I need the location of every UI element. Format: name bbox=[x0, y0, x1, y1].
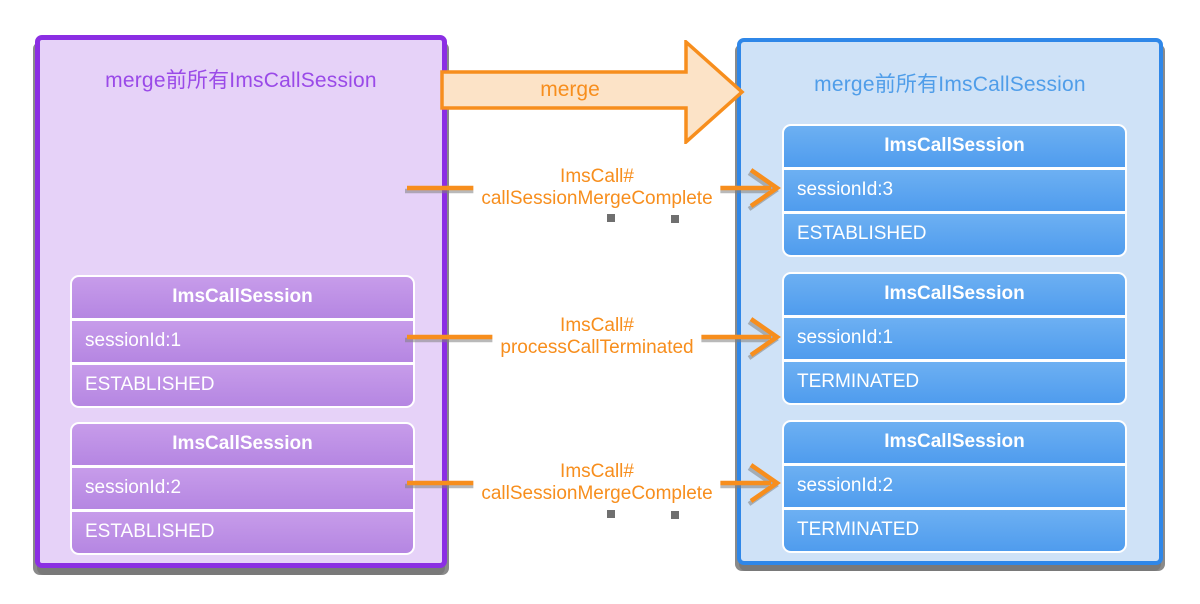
artifact-handle bbox=[607, 214, 615, 222]
connector-label: ImsCall# processCallTerminated bbox=[492, 314, 702, 360]
connector-merge-complete-2: ImsCall# callSessionMergeComplete bbox=[405, 453, 789, 519]
connector-label: ImsCall# callSessionMergeComplete bbox=[473, 460, 721, 506]
session-card-header: ImsCallSession bbox=[72, 277, 413, 318]
connector-process-terminated: ImsCall# processCallTerminated bbox=[405, 307, 789, 367]
session-card: ImsCallSession sessionId:1 TERMINATED bbox=[782, 272, 1127, 405]
session-card-header: ImsCallSession bbox=[784, 126, 1125, 167]
pre-merge-panel: merge前所有ImsCallSession ImsCallSession se… bbox=[35, 35, 447, 568]
artifact-handle bbox=[671, 215, 679, 223]
artifact-handle bbox=[607, 510, 615, 518]
session-id-row: sessionId:1 bbox=[784, 318, 1125, 359]
session-card: ImsCallSession sessionId:3 ESTABLISHED bbox=[782, 124, 1127, 257]
post-merge-panel-title: merge前所有ImsCallSession bbox=[814, 73, 1086, 96]
connector-label: ImsCall# callSessionMergeComplete bbox=[473, 165, 721, 211]
session-state-row: TERMINATED bbox=[784, 510, 1125, 551]
connector-label-line1: ImsCall# bbox=[560, 315, 634, 336]
session-card: ImsCallSession sessionId:2 TERMINATED bbox=[782, 420, 1127, 553]
artifact-handle bbox=[671, 511, 679, 519]
session-id-row: sessionId:1 bbox=[72, 321, 413, 362]
session-card-header: ImsCallSession bbox=[72, 424, 413, 465]
session-card: ImsCallSession sessionId:1 ESTABLISHED bbox=[70, 275, 415, 408]
merge-arrow-label: merge bbox=[540, 78, 600, 101]
session-state-row: TERMINATED bbox=[784, 362, 1125, 403]
session-id-row: sessionId:3 bbox=[784, 170, 1125, 211]
post-merge-panel: merge前所有ImsCallSession ImsCallSession se… bbox=[737, 38, 1163, 565]
session-state-row: ESTABLISHED bbox=[72, 365, 413, 406]
pre-merge-panel-title: merge前所有ImsCallSession bbox=[105, 69, 377, 92]
session-state-row: ESTABLISHED bbox=[72, 512, 413, 553]
connector-label-line2: callSessionMergeComplete bbox=[481, 188, 713, 209]
session-id-row: sessionId:2 bbox=[72, 468, 413, 509]
session-card-header: ImsCallSession bbox=[784, 274, 1125, 315]
session-id-row: sessionId:2 bbox=[784, 466, 1125, 507]
connector-label-line1: ImsCall# bbox=[560, 166, 634, 187]
merge-arrow-icon bbox=[440, 40, 745, 144]
session-card-header: ImsCallSession bbox=[784, 422, 1125, 463]
connector-label-line2: processCallTerminated bbox=[500, 337, 694, 358]
session-state-row: ESTABLISHED bbox=[784, 214, 1125, 255]
session-card: ImsCallSession sessionId:2 ESTABLISHED bbox=[70, 422, 415, 555]
connector-merge-complete-1: ImsCall# callSessionMergeComplete bbox=[405, 158, 789, 223]
connector-label-line2: callSessionMergeComplete bbox=[481, 483, 713, 504]
connector-label-line1: ImsCall# bbox=[560, 461, 634, 482]
